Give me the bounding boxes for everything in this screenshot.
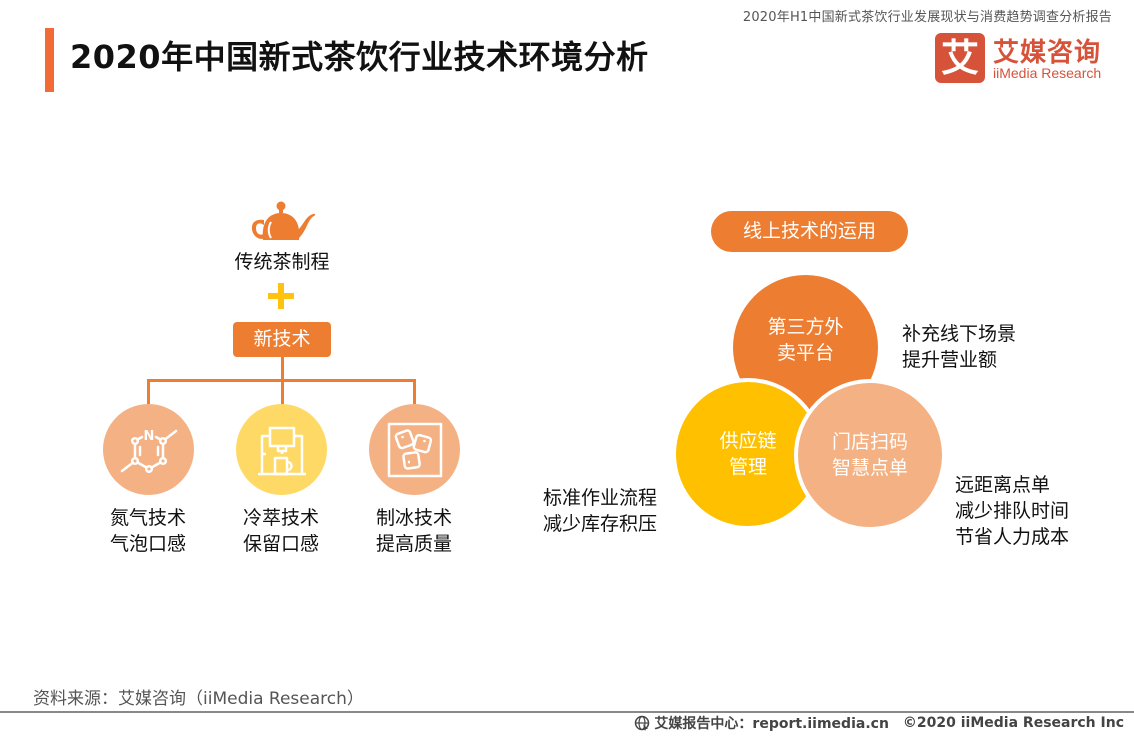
plus-icon-bar <box>268 293 294 299</box>
coffee-machine-icon <box>257 426 306 475</box>
teapot-icon <box>251 201 316 240</box>
connector-line <box>413 379 416 404</box>
report-center-link[interactable]: 艾媒报告中心：report.iimedia.cn <box>654 716 889 732</box>
copyright: ©2020 iiMedia Research Inc <box>902 715 1124 731</box>
connector-line <box>147 379 150 404</box>
page-title: 2020年中国新式茶饮行业技术环境分析 <box>70 38 649 76</box>
title-accent-bar <box>45 28 54 92</box>
ice-tech-label: 制冰技术 提高质量 <box>375 507 452 555</box>
logo-name-en: iiMedia Research <box>993 65 1102 81</box>
footer-credits: 艾媒报告中心：report.iimedia.cn ©2020 iiMedia R… <box>634 713 1124 733</box>
nitrogen-tech-label: 氮气技术 气泡口感 <box>109 507 186 555</box>
data-source: 资料来源：艾媒咨询（iiMedia Research） <box>33 689 364 709</box>
iimedia-logo: 艾 艾媒咨询 iiMedia Research <box>935 33 1115 85</box>
globe-icon <box>635 715 650 731</box>
cold-brew-tech-label: 冷萃技术 保留口感 <box>242 507 319 555</box>
delivery-notes: 补充线下场景 提升营业额 <box>902 323 1017 371</box>
venn-circle-scan-order: 门店扫码 智慧点单 <box>794 379 946 531</box>
cold-brew-tech-circle <box>236 404 327 495</box>
logo-mark-icon: 艾 <box>935 33 985 83</box>
footer-divider <box>0 711 1134 713</box>
molecule-icon: N <box>120 429 177 473</box>
online-tech-heading: 线上技术的运用 <box>711 211 908 252</box>
supply-chain-notes: 标准作业流程 减少库存积压 <box>543 487 658 535</box>
scan-order-notes: 远距离点单 减少排队时间 节省人力成本 <box>955 474 1070 548</box>
logo-name-cn: 艾媒咨询 <box>993 38 1102 68</box>
ice-tech-circle <box>369 404 460 495</box>
new-technology-label: 新技术 <box>233 322 331 357</box>
nitrogen-tech-circle: N <box>103 404 194 495</box>
connector-line <box>147 379 415 382</box>
traditional-process-label: 传统茶制程 <box>234 251 330 273</box>
report-title: 2020年H1中国新式茶饮行业发展现状与消费趋势调查分析报告 <box>742 10 1112 25</box>
ice-cubes-icon <box>387 422 442 477</box>
svg-text:N: N <box>143 429 154 444</box>
